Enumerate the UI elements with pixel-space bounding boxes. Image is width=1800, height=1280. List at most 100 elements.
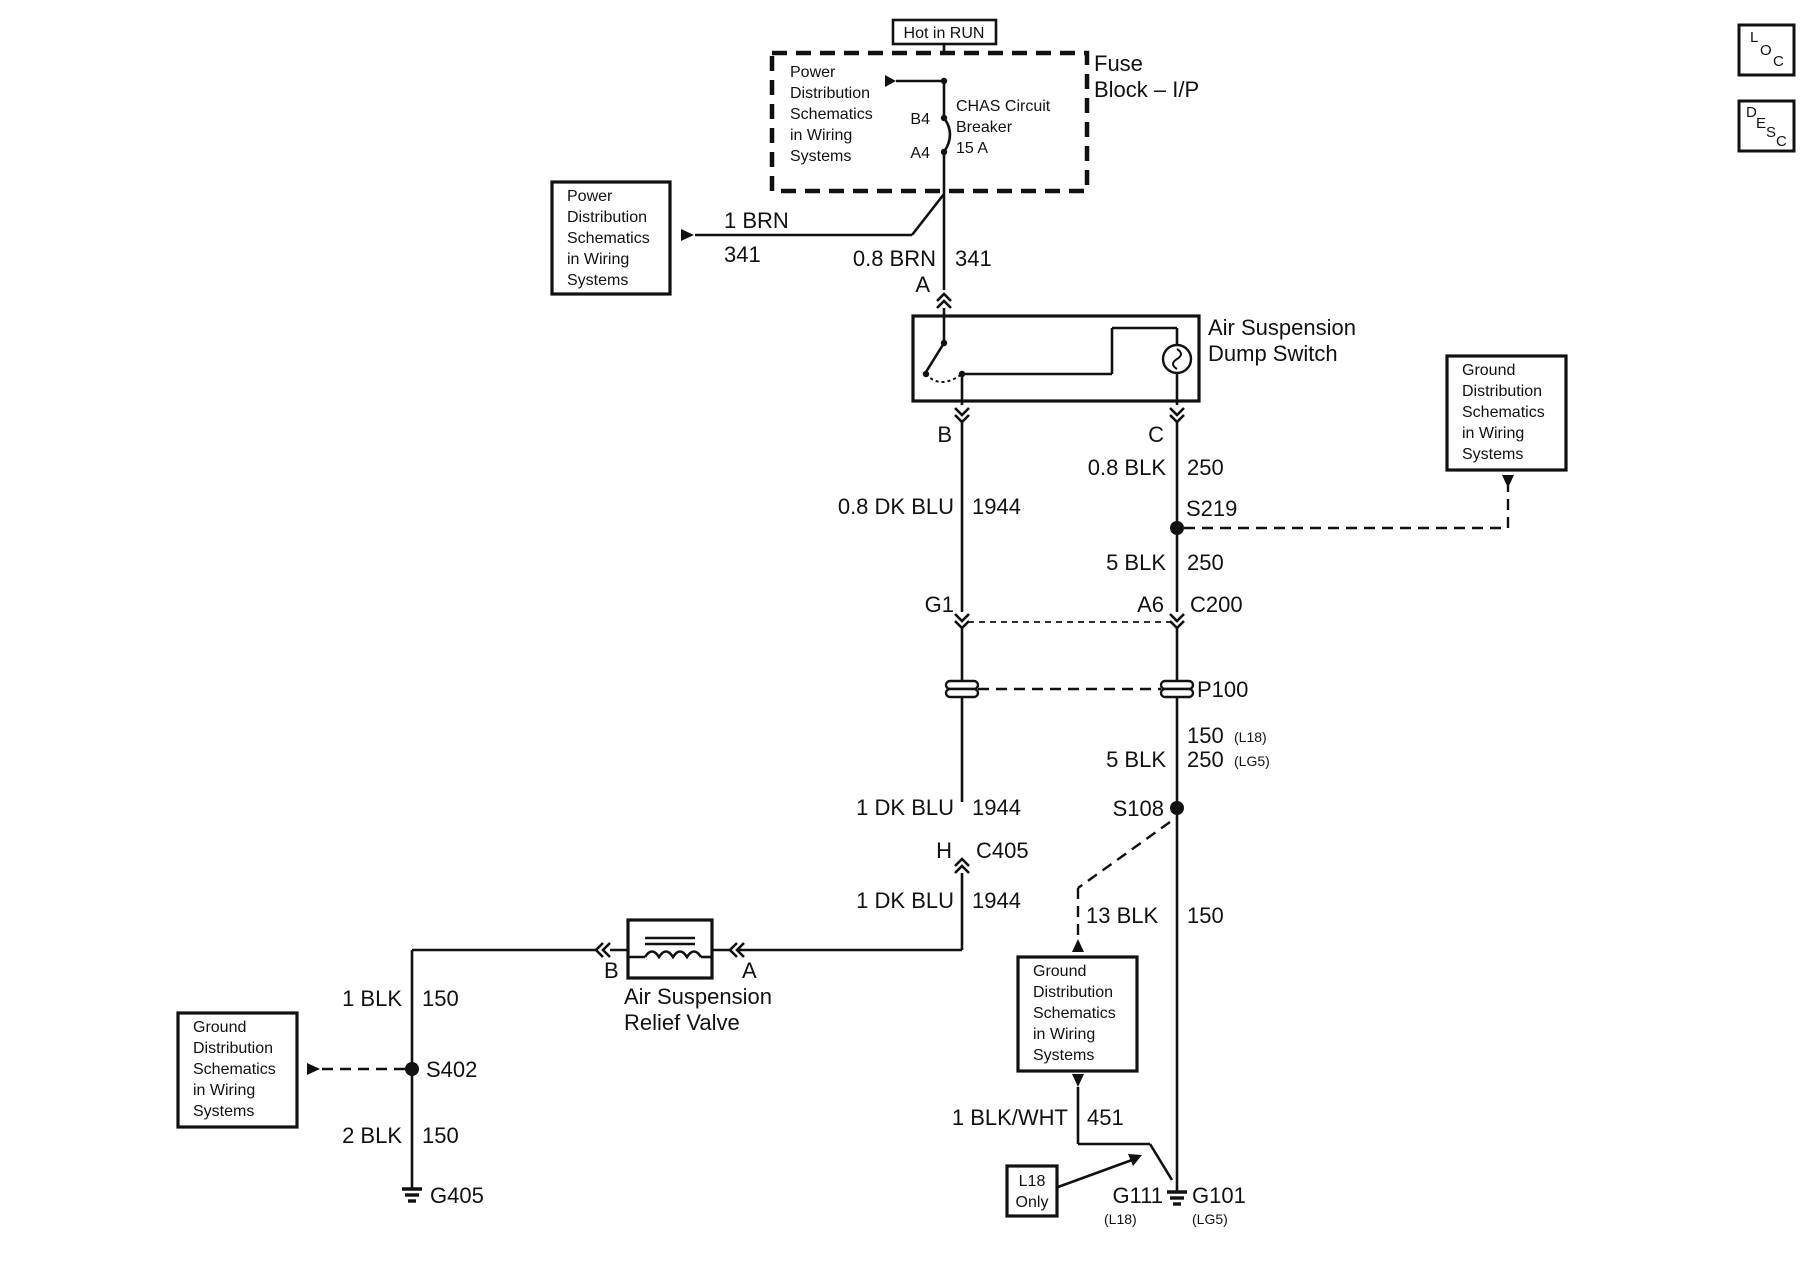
circuit-1944-c: 1944 (972, 888, 1021, 913)
s219-label: S219 (1186, 496, 1237, 521)
desc-icon[interactable]: D E S C (1737, 99, 1796, 153)
desc-letter-c: C (1776, 133, 1787, 150)
circuit-1944-a: 1944 (972, 494, 1021, 519)
wire-1-dk-blu-a: 1 DK BLU (856, 795, 954, 820)
loc-icon[interactable]: L O C (1737, 23, 1796, 77)
ground-distribution-ref-bottom: Ground Distribution Schematics in Wiring… (1016, 955, 1139, 1073)
wire-2-blk: 2 BLK (342, 1123, 402, 1148)
fuse-ref-arrow (885, 75, 896, 87)
l18-tag-b: (L18) (1104, 1211, 1137, 1227)
circuit-150-a: 150 (1187, 903, 1224, 928)
wire-5-blk: 5 BLK (1106, 550, 1166, 575)
circuit-150-l18: 150 (1187, 723, 1224, 748)
power-ref-line-1: Power (567, 188, 613, 205)
fuse-ref-line-4: in Wiring (790, 127, 852, 144)
lg5-tag-a: (LG5) (1234, 753, 1270, 769)
g111-label: G111 (1112, 1183, 1163, 1208)
wire-08-brn: 0.8 BRN (853, 246, 936, 271)
ground-ref-bottom-line-1: Ground (1033, 963, 1086, 980)
breaker-label-1: CHAS Circuit (956, 98, 1051, 115)
ground-distribution-ref-left: Ground Distribution Schematics in Wiring… (176, 1011, 299, 1129)
ground-symbol-g405 (402, 1187, 422, 1203)
wire-1-dk-blu-b: 1 DK BLU (856, 888, 954, 913)
l18-only-box: L18 Only (1005, 1164, 1059, 1218)
ground-ref-right-line-3: Schematics (1462, 404, 1545, 421)
fuse-block-title: Fuse (1094, 51, 1143, 76)
hot-in-run-label: Hot in RUN (904, 25, 985, 42)
splice-s108 (1170, 801, 1184, 815)
s108-label: S108 (1113, 796, 1164, 821)
ground-ref-bottom-line-4: in Wiring (1033, 1026, 1095, 1043)
relief-pin-a: A (742, 958, 757, 983)
circuit-1944-b: 1944 (972, 795, 1021, 820)
power-ref-line-4: in Wiring (567, 251, 629, 268)
c200-label: C200 (1190, 592, 1243, 617)
power-ref-line-2: Distribution (567, 209, 647, 226)
wire-08-blk: 0.8 BLK (1088, 455, 1167, 480)
ground-ref-left-line-1: Ground (193, 1019, 246, 1036)
circuit-250-a: 250 (1187, 455, 1224, 480)
ground-ref-bottom-line-3: Schematics (1033, 1005, 1116, 1022)
wire-1-blk-wht: 1 BLK/WHT (952, 1105, 1068, 1130)
loc-letter-c: C (1773, 53, 1784, 70)
loc-letter-l: L (1750, 29, 1758, 46)
ground-ref-bottom-line-5: Systems (1033, 1047, 1094, 1064)
relief-valve-title-2: Relief Valve (624, 1010, 740, 1035)
ground-ref-right-line-4: in Wiring (1462, 425, 1524, 442)
circuit-breaker-symbol (942, 117, 952, 153)
fuse-ref-line-2: Distribution (790, 85, 870, 102)
s402-label: S402 (426, 1057, 477, 1082)
ground-distribution-ref-right: Ground Distribution Schematics in Wiring… (1445, 354, 1568, 472)
power-ref-line-5: Systems (567, 272, 628, 289)
loc-letter-o: O (1760, 42, 1772, 59)
h-label: H (936, 838, 952, 863)
wire-13-blk: 13 BLK (1086, 903, 1158, 928)
power-ref-line-3: Schematics (567, 230, 650, 247)
wire-5-blk-b: 5 BLK (1106, 747, 1166, 772)
l18-only-line-1: L18 (1019, 1173, 1046, 1190)
breaker-label-3: 15 A (956, 140, 988, 157)
g1-label: G1 (925, 592, 954, 617)
splice-s402 (405, 1062, 419, 1076)
p100-label: P100 (1197, 677, 1248, 702)
splice-s219 (1170, 521, 1184, 535)
power-distribution-ref: Power Distribution Schematics in Wiring … (550, 180, 672, 296)
ground-ref-left-line-2: Distribution (193, 1040, 273, 1057)
dump-switch-title: Air Suspension (1208, 315, 1356, 340)
g405-label: G405 (430, 1183, 484, 1208)
wire-1-brn: 1 BRN (724, 208, 789, 233)
circuit-150-c: 150 (422, 1123, 459, 1148)
air-suspension-dump-switch (911, 308, 1201, 405)
desc-letter-s: S (1766, 124, 1776, 141)
ground-ref-right-line-2: Distribution (1462, 383, 1542, 400)
fuse-block: Hot in RUN Fuse Block – I/P Power Distri… (769, 18, 1199, 194)
fuse-block-outline (769, 50, 1090, 194)
relief-pin-b: B (604, 958, 619, 983)
pin-a4: A4 (910, 145, 930, 162)
desc-letter-e: E (1756, 115, 1766, 132)
pin-c-switch: C (1148, 422, 1164, 447)
l18-tag-a: (L18) (1234, 729, 1267, 745)
fuse-block-title-2: Block – I/P (1094, 77, 1199, 102)
l18-only-line-2: Only (1016, 1194, 1049, 1211)
c405-label: C405 (976, 838, 1029, 863)
circuit-250-lg5: 250 (1187, 747, 1224, 772)
circuit-451: 451 (1087, 1105, 1124, 1130)
ground-ref-right-line-5: Systems (1462, 446, 1523, 463)
pin-b4: B4 (910, 111, 930, 128)
fuse-ref-line-3: Schematics (790, 106, 873, 123)
a6-label: A6 (1137, 592, 1164, 617)
relief-valve-title: Air Suspension (624, 984, 772, 1009)
g101-label: G101 (1192, 1183, 1246, 1208)
fuse-ref-line-1: Power (790, 64, 836, 81)
circuit-250-b: 250 (1187, 550, 1224, 575)
ground-ref-bottom-line-2: Distribution (1033, 984, 1113, 1001)
wire-08-dk-blu: 0.8 DK BLU (838, 494, 954, 519)
ground-ref-left-line-4: in Wiring (193, 1082, 255, 1099)
fuse-ref-line-5: Systems (790, 148, 851, 165)
wire-1-blk: 1 BLK (342, 986, 402, 1011)
ground-symbol-g101 (1167, 1190, 1187, 1206)
power-ref-arrow (681, 229, 694, 241)
ground-ref-left-line-5: Systems (193, 1103, 254, 1120)
circuit-341: 341 (955, 246, 992, 271)
